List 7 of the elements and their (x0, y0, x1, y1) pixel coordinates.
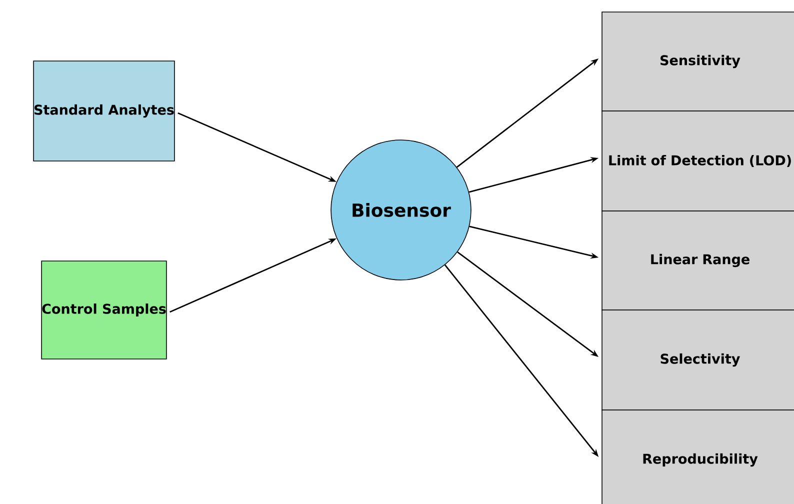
input-box: Standard Analytes (33, 60, 175, 162)
metric-box: Limit of Detection (LOD) (602, 110, 794, 212)
metric-box: Selectivity (602, 310, 794, 410)
metric-box: Reproducibility (602, 410, 794, 504)
metric-box: Linear Range (602, 210, 794, 310)
input-box: Control Samples (41, 260, 167, 360)
metric-box: Sensitivity (602, 12, 794, 112)
